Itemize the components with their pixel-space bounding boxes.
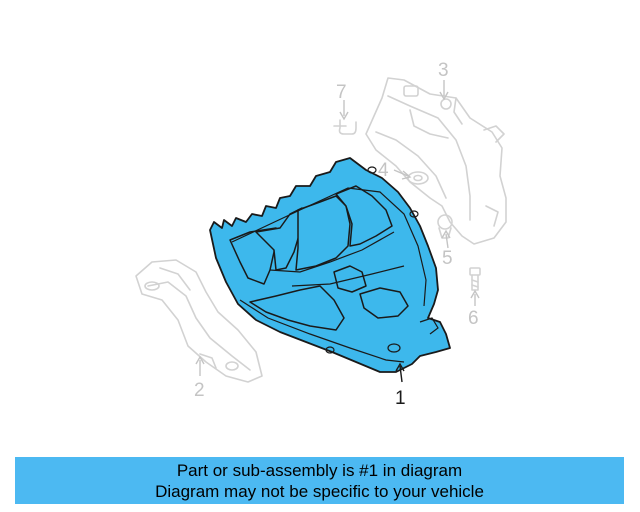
leader-3-arrow (439, 91, 449, 101)
leader-5 (445, 233, 449, 249)
part-7-hook (333, 119, 357, 135)
part-6-bolt (469, 267, 481, 291)
part-1-engine-undercover[interactable] (209, 157, 451, 373)
part-2-air-guide (135, 259, 263, 383)
callout-7: 7 (336, 82, 347, 103)
callout-2: 2 (194, 380, 205, 401)
callout-5: 5 (442, 248, 453, 269)
leader-2-arrow (195, 355, 205, 365)
banner-line-2: Diagram may not be specific to your vehi… (155, 481, 484, 501)
leader-4-arrow (401, 170, 412, 180)
parts-diagram: 1 2 3 4 5 6 7 (135, 60, 507, 409)
part-3-bracket (365, 77, 507, 245)
callout-3: 3 (438, 60, 449, 81)
part-5-clip (437, 214, 453, 239)
leader-6-arrow (470, 289, 480, 299)
callout-6: 6 (468, 308, 479, 329)
leader-4 (393, 169, 409, 177)
callout-4: 4 (378, 160, 389, 181)
leader-5-arrow (441, 229, 451, 239)
leader-1 (399, 365, 403, 383)
leader-7-arrow (339, 111, 349, 121)
banner-line-1: Part or sub-assembly is #1 in diagram (176, 460, 463, 480)
callout-1: 1 (395, 388, 406, 409)
info-banner: Part or sub-assembly is #1 in diagram Di… (15, 457, 624, 504)
leader-1-arrow (395, 362, 405, 372)
